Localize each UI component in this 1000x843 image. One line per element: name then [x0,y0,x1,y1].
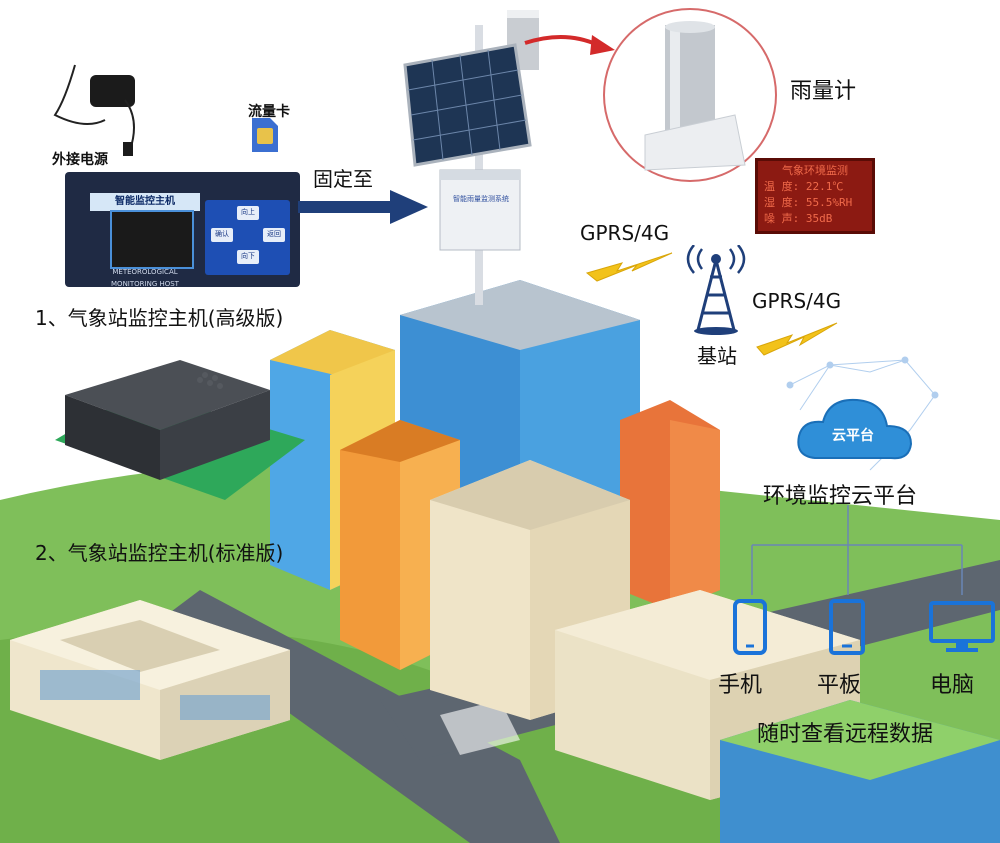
power-adapter [53,64,135,156]
lightning-icon [585,252,673,282]
gprs-label-bottom: GPRS/4G [752,289,842,313]
sim-card-icon [252,118,278,152]
key-back: 返回 [263,228,285,242]
weather-station [403,10,539,305]
host-footer: METEOROLOGICAL MONITORING HOST [111,268,179,288]
host-advanced-label: 1、气象站监控主机(高级版) [35,306,284,330]
cloud-badge: 云平台 [832,428,874,444]
base-station-icon [686,245,746,335]
building-left [10,600,290,760]
blue-arrow [298,190,428,224]
phone-icon [733,599,767,655]
control-box [439,169,521,251]
sim-card-label: 流量卡 [248,104,290,120]
cloud-icon [797,398,913,460]
tablet-label: 平板 [817,673,862,698]
host-title: 智能监控主机 [90,193,200,211]
solar-panel [403,43,532,167]
fix-to-label: 固定至 [313,167,373,191]
tablet-icon [829,599,865,655]
led-title: 气象环境监测 [782,164,848,177]
led-row-noise: 噪 声: 35dB [764,212,833,225]
host-keypad: 向上 确认 返回 向下 [205,200,290,275]
led-display: 气象环境监测 温 度: 22.1℃ 湿 度: 55.5%RH 噪 声: 35dB [755,158,875,234]
power-label: 外接电源 [52,152,108,168]
computer-icon [929,601,995,652]
key-down: 向下 [237,250,259,264]
key-confirm: 确认 [211,228,233,242]
red-arrow [524,34,615,55]
host-standard-label: 2、气象站监控主机(标准版) [35,541,284,565]
building-orange-right [620,400,720,610]
control-box-label: 智能雨量监测系统 [453,195,509,203]
computer-label: 电脑 [930,673,975,698]
base-station-label: 基站 [697,344,737,368]
remote-view-label: 随时查看远程数据 [757,722,934,747]
phone-label: 手机 [718,673,763,698]
rain-gauge-circle [603,8,777,182]
led-row-humidity: 湿 度: 55.5%RH [764,196,853,209]
cloud-platform-label: 环境监控云平台 [763,484,918,509]
led-row-temp: 温 度: 22.1℃ [764,180,844,193]
lightning-icon [756,322,838,356]
building-blue-low [720,700,1000,843]
gprs-label-top: GPRS/4G [580,221,670,245]
key-up: 向上 [237,206,259,220]
rain-gauge-label: 雨量计 [790,79,857,104]
host-standard-device [55,360,305,500]
host-lcd [110,210,194,269]
